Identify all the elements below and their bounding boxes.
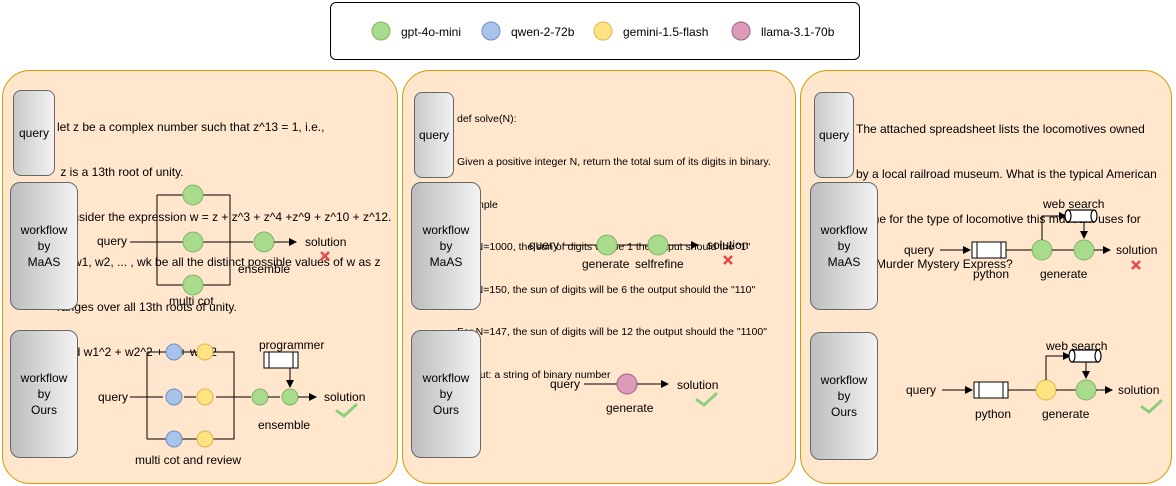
node-label-solution: solution [305,235,346,249]
node-llama [616,373,638,395]
programmer-tool-icon [263,351,299,369]
panel2-query-box: query [414,92,454,178]
node-gpt [1073,239,1095,261]
panel3-query-text: The attached spreadsheet lists the locom… [856,122,1157,271]
node-label-generate: generate [606,401,654,415]
panel3-maas-graph: query solution python generate web searc… [904,197,1157,281]
legend-label-gpt: gpt-4o-mini [401,25,461,39]
panel3-workflow-ours: workflow by Ours [810,332,878,460]
panel3-query-box: query [814,92,854,178]
cross-icon [320,251,330,261]
panel1-workflow-maas: workflow by MaAS [10,182,78,310]
node-gpt [1075,379,1097,401]
node-label-query: query [906,383,936,397]
panel2-workflow-maas: workflow by MaAS [411,182,481,310]
node-label-web-search: web search [1045,339,1107,353]
legend-dot-qwen [481,21,501,41]
legend-dot-gemini [593,21,613,41]
legend-label-qwen: qwen-2-72b [511,25,575,39]
node-label-multi-cot-review: multi cot and review [135,453,241,467]
node-qwen [165,430,183,448]
node-label-query: query [550,377,580,391]
node-gpt [253,231,275,253]
node-gpt [647,234,669,256]
node-gpt [182,184,204,206]
panel1-maas-graph: query solution ensemble multi cot [97,184,346,308]
panel3-ours-graph: query solution python generate web searc… [906,339,1163,421]
legend-dot-gpt [371,21,391,41]
node-label-query: query [97,234,127,248]
node-label-python: python [975,407,1011,421]
node-label-solution: solution [1118,383,1159,397]
legend-label-llama: llama-3.1-70b [761,25,835,39]
node-label-solution: solution [677,378,718,392]
panel2-ours-graph: query solution generate [550,373,718,415]
node-gpt [596,234,618,256]
web-search-tool-icon [1068,349,1102,363]
node-label-programmer: programmer [259,338,324,352]
panel1-workflow-ours: workflow by Ours [10,330,78,458]
node-label-ensemble: ensemble [258,418,310,432]
panel3-workflow-maas: workflow by MaAS [810,182,878,310]
node-gemini [196,388,214,406]
node-label-query: query [904,243,934,257]
panel2-maas-graph: query solution generate selfrefine [529,234,748,271]
node-label-solution: solution [707,238,748,252]
node-label-generate: generate [1042,407,1090,421]
check-icon [695,392,718,407]
node-label-solution: solution [324,390,365,404]
node-gpt [251,388,269,406]
legend-svg: gpt-4o-mini qwen-2-72b gemini-1.5-flash … [371,21,835,41]
node-gemini [1035,379,1057,401]
panel2-query-text: def solve(N): Given a positive integer N… [457,113,771,382]
node-label-multi-cot: multi cot [169,294,214,308]
node-qwen [165,388,183,406]
legend-label-gemini: gemini-1.5-flash [623,25,708,39]
node-gpt [281,388,299,406]
node-label-generate: generate [1040,267,1088,281]
panel1-query-box: query [13,90,55,176]
node-gemini [196,430,214,448]
node-qwen [165,343,183,361]
node-gpt [182,231,204,253]
node-label-query: query [529,238,559,252]
python-tool-icon [971,241,1007,259]
node-label-generate: generate [582,257,630,271]
node-label-python: python [973,267,1009,281]
node-label-selfrefine: selfrefine [635,257,684,271]
legend-dot-llama [731,21,751,41]
node-gpt [182,274,204,296]
python-tool-icon [973,381,1009,399]
node-label-web-search: web search [1042,197,1104,211]
node-gpt [1031,239,1053,261]
legend: gpt-4o-mini qwen-2-72b gemini-1.5-flash … [330,2,860,60]
check-icon [335,403,358,418]
node-label-query: query [98,390,128,404]
node-label-solution: solution [1116,243,1157,257]
check-icon [1140,399,1163,414]
panel1-query-text: let z be a complex number such that z^13… [57,120,392,359]
panel1-ours-graph: query programmer solution ensemble multi… [98,338,365,467]
panel2-workflow-ours: workflow by Ours [411,330,481,458]
node-label-ensemble: ensemble [238,262,290,276]
web-search-tool-icon [1064,209,1098,223]
node-gemini [196,343,214,361]
cross-icon [723,255,733,265]
cross-icon [1131,260,1141,270]
